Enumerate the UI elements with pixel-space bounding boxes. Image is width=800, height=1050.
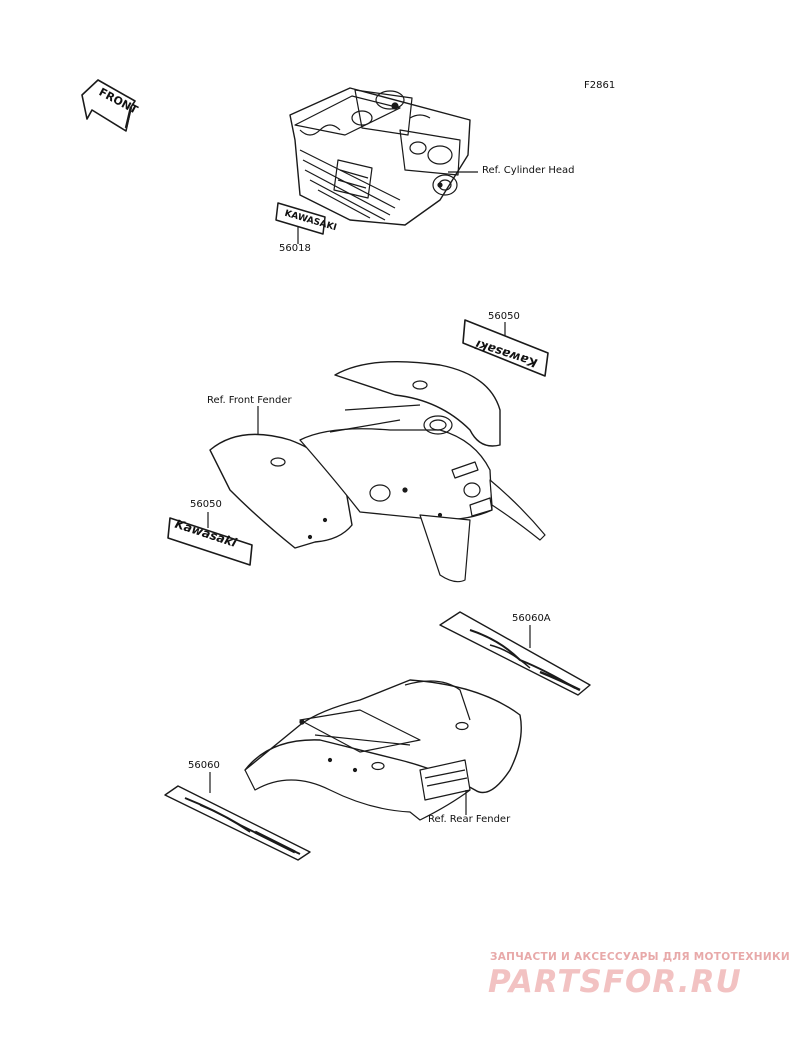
watermark-tagline: ЗАПЧАСТИ И АКСЕССУАРЫ ДЛЯ МОТОТЕХНИКИ xyxy=(490,951,790,963)
decal-56050-lower: Kawasaki xyxy=(167,512,253,566)
part-number-56050-lower: 56050 xyxy=(190,499,222,510)
rear-fender-illustration xyxy=(244,679,522,821)
decal-56060a xyxy=(439,611,591,696)
cylinder-head-illustration xyxy=(289,87,471,226)
part-number-56050-upper: 56050 xyxy=(488,311,520,322)
ref-front-fender-label: Ref. Front Fender xyxy=(207,395,292,406)
figure-id: F2861 xyxy=(584,80,616,91)
front-arrow-icon: FRONT xyxy=(81,79,140,132)
decal-56050-upper: Kawasaki xyxy=(462,319,549,377)
part-number-56060: 56060 xyxy=(188,760,220,771)
decal-56060 xyxy=(164,772,311,861)
part-number-56060a: 56060A xyxy=(512,613,551,624)
watermark-logo: PARTSFOR.RU xyxy=(488,964,742,1000)
part-number-56018: 56018 xyxy=(279,243,311,254)
ref-cylinder-head-label: Ref. Cylinder Head xyxy=(482,165,575,176)
ref-rear-fender-label: Ref. Rear Fender xyxy=(428,814,511,825)
front-fender-illustration xyxy=(209,360,546,583)
